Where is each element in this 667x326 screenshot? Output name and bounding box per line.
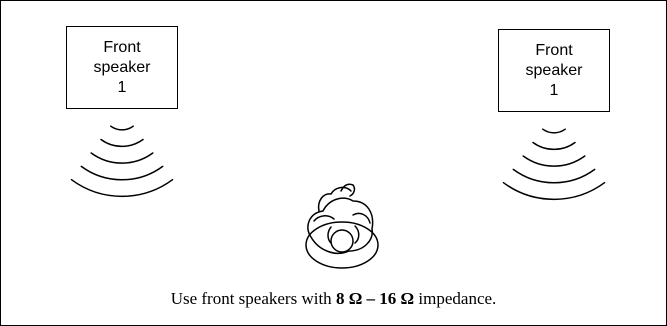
impedance-caption: Use front speakers with 8 Ω – 16 Ω imped… bbox=[1, 289, 666, 309]
speaker-number: 1 bbox=[117, 78, 127, 96]
speaker-label-line1: Front bbox=[535, 41, 573, 59]
speaker-number: 1 bbox=[549, 81, 559, 99]
listener-icon bbox=[305, 183, 379, 269]
impedance-range: 8 Ω – 16 Ω bbox=[335, 289, 415, 308]
speaker-label-line2: speaker bbox=[525, 61, 583, 79]
caption-text-after: impedance. bbox=[414, 289, 497, 308]
sound-waves-icon bbox=[70, 125, 174, 198]
front-speaker-left: Front speaker 1 bbox=[66, 26, 178, 109]
caption-text-before: Use front speakers with bbox=[170, 289, 336, 308]
front-speaker-right: Front speaker 1 bbox=[498, 29, 610, 112]
speaker-label-line1: Front bbox=[103, 38, 141, 56]
sound-waves-icon bbox=[502, 128, 606, 201]
speaker-label-line2: speaker bbox=[93, 58, 151, 76]
